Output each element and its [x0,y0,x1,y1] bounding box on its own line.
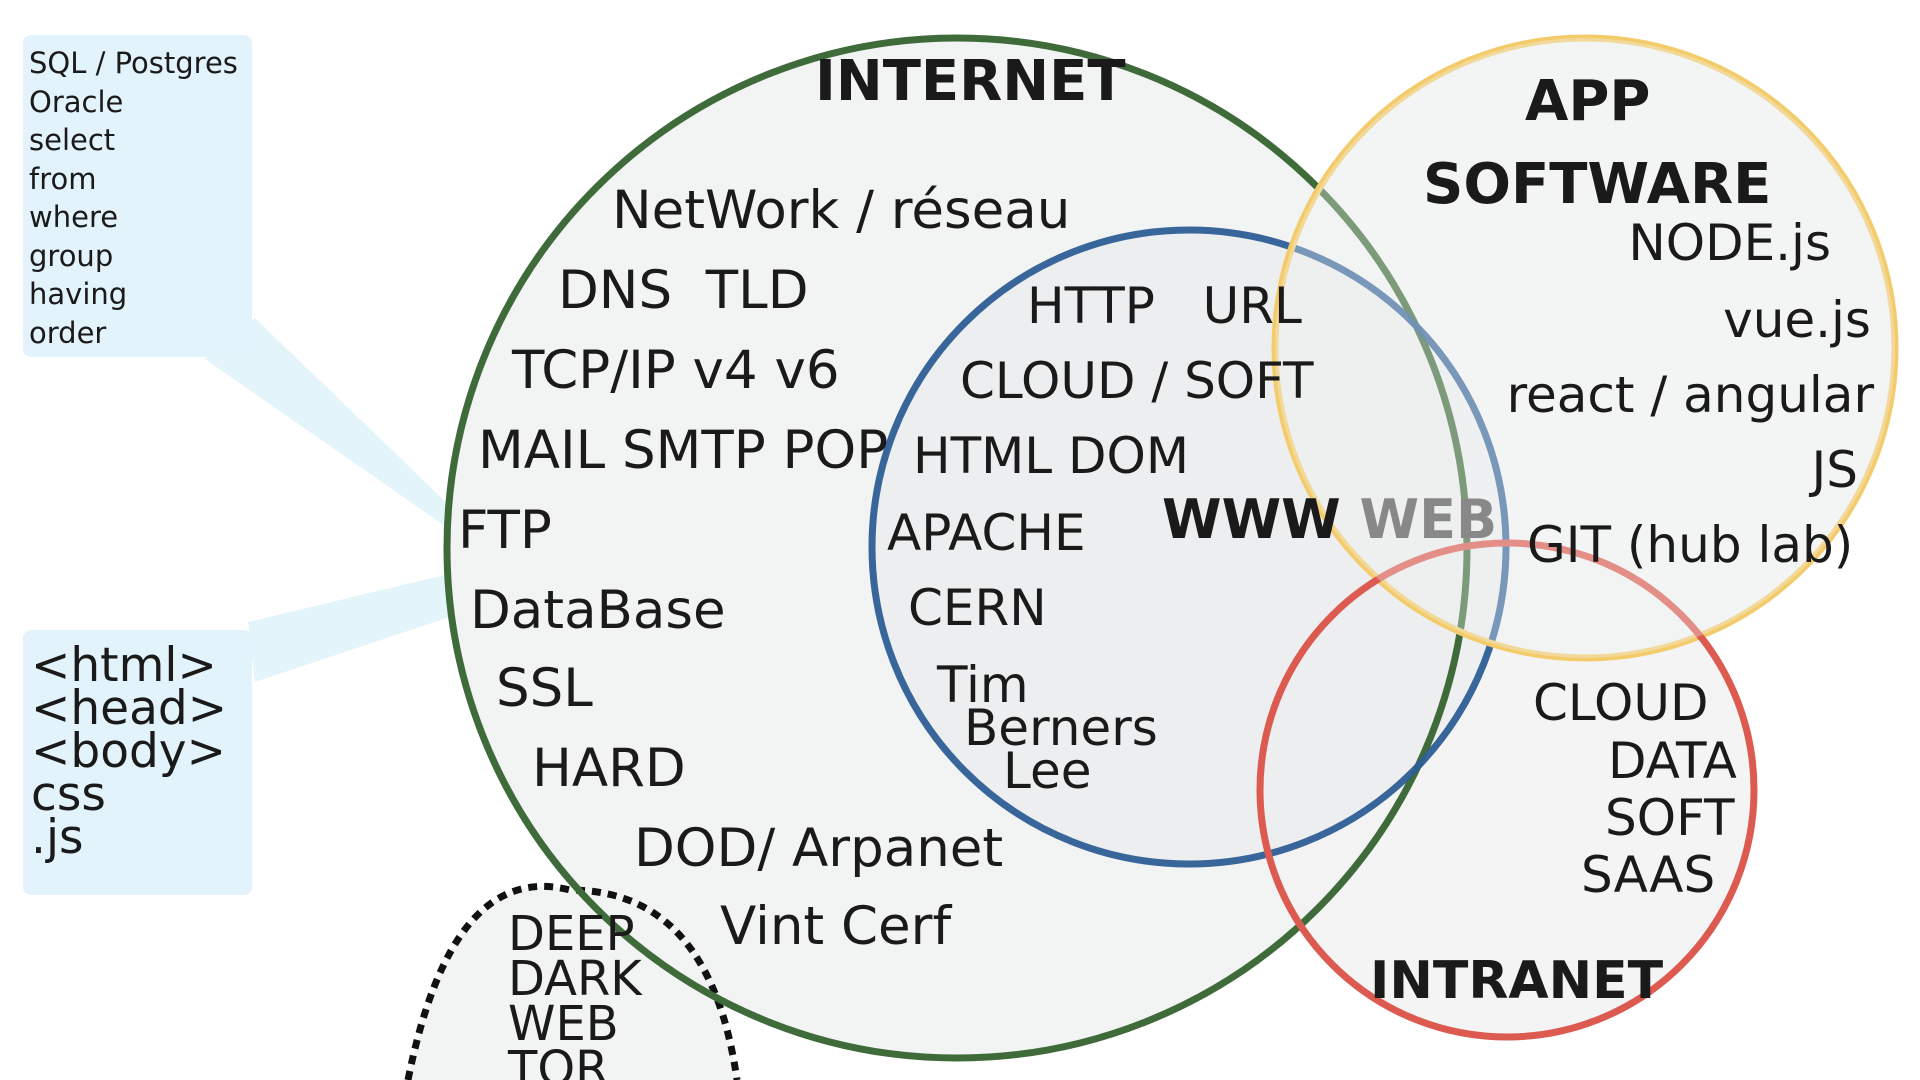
sql-callout-line: group [29,238,114,273]
sql-callout-line: Oracle [29,84,124,119]
sql-callout-line: order [29,315,107,350]
sql-callout-line: where [29,200,119,234]
web-title: WWW WEB [1162,488,1497,551]
deep-web-item: WEB [508,996,619,1052]
intranet-item: SOFT [1605,789,1735,847]
app-software-item: GIT (hub lab) [1527,516,1853,574]
app-software-circle [1271,34,1899,662]
internet-item: MAIL SMTP POP [478,420,888,481]
web-circle-fill [872,230,1506,864]
deep-web-item: DEEP [508,906,635,962]
web-person-name: Tim [936,656,1029,714]
intranet-item: DATA [1608,732,1737,790]
app-software-item: NODE.js [1628,214,1831,272]
internet-item: DOD/ Arpanet [634,818,1003,879]
html-callout-line: <head> [31,681,228,736]
internet-item: Vint Cerf [720,896,952,957]
internet-item: FTP [458,500,552,561]
web-person-name: Berners [964,699,1158,757]
internet-item: DataBase [470,580,726,641]
web-circle [868,226,1510,868]
internet-item: HARD [532,738,686,799]
app-software-item: JS [1809,441,1858,499]
web-person-name: Lee [1003,742,1092,800]
internet-title: INTERNET [815,49,1126,114]
deep-web-item: DARK [508,951,643,1007]
app-software-item: react / angular [1507,366,1875,424]
html-callout-line: .js [31,810,84,865]
sql-callout-line: having [29,277,128,311]
internet-item: DNS TLD [558,260,809,321]
sql-callout: SQL / Postgres Oracle select from where … [23,35,252,357]
internet-item: TCP/IP v4 v6 [511,340,840,401]
html-callout-line: <html> [31,638,217,693]
internet-item: NetWork / réseau [612,180,1070,241]
html-callout-line: <body> [31,724,226,779]
deep-web-item: TOR [507,1041,608,1080]
web-item: CERN [908,579,1047,637]
internet-item: SSL [496,658,593,719]
sql-callout-line: from [29,161,97,196]
web-title-web: WEB [1360,488,1498,551]
intranet-title: INTRANET [1370,951,1664,1011]
sql-callout-line: select [29,123,116,157]
web-item: HTML DOM [913,427,1189,485]
sql-callout-line: SQL / Postgres [29,46,238,80]
app-software-item: vue.js [1723,291,1871,349]
web-item: HTTP URL [1027,277,1302,335]
web-item: APACHE [887,504,1086,562]
html-callout-line: css [31,767,106,822]
html-callout: <html> <head> <body> css .js [23,630,252,895]
web-item: CLOUD / SOFT [960,352,1314,410]
app-software-title-line1: APP [1525,69,1650,134]
app-software-title-line2: SOFTWARE [1423,152,1771,217]
intranet-circle [1256,539,1758,1041]
intranet-item: CLOUD [1533,674,1708,732]
intranet-item: SAAS [1581,846,1715,904]
web-title-www: WWW [1162,488,1360,551]
